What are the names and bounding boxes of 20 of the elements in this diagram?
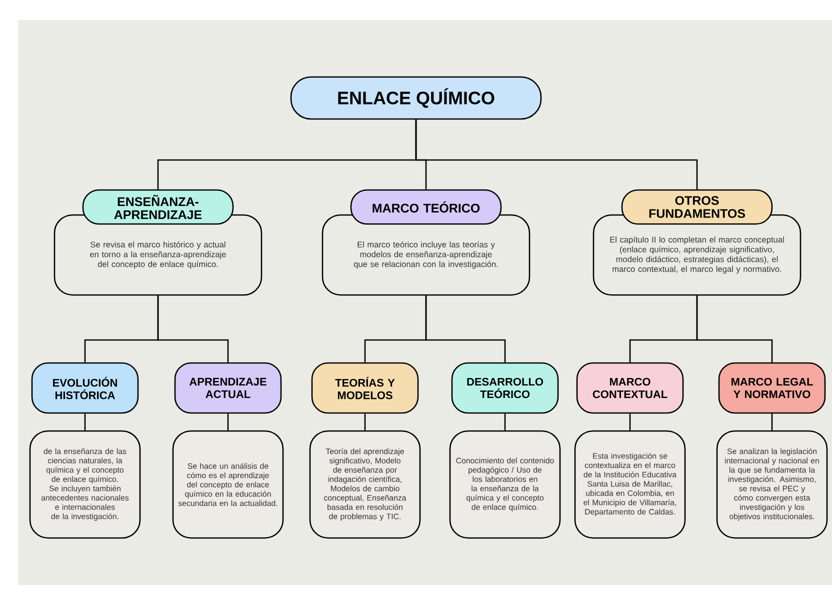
- description-box: El marco teórico incluye las teorías y modelos de enseñanza-aprendizaje que se relacionan con la investigación.: [322, 214, 530, 296]
- connector-line: [157, 296, 229, 362]
- heading-box: MARCO CONTEXTUAL: [576, 362, 684, 414]
- title-pill: ENLACE QUÍMICO: [290, 76, 542, 120]
- connector-line: [415, 120, 698, 190]
- connector-line: [84, 414, 86, 430]
- heading-pill: MARCO TEÓRICO: [350, 189, 502, 225]
- heading-box: DESARROLLO TEÓRICO: [451, 362, 559, 414]
- connector-line: [364, 414, 366, 430]
- connector-line: [629, 414, 631, 430]
- heading-pill: ENSEÑANZA-APRENDIZAJE: [82, 189, 234, 225]
- heading-box: APRENDIZAJE ACTUAL: [174, 362, 282, 414]
- connector-line: [227, 414, 229, 430]
- heading-box: MARCO LEGAL Y NORMATIVO: [718, 362, 826, 414]
- connector-line: [696, 296, 773, 362]
- connector-line: [425, 296, 506, 362]
- heading-box: EVOLUCIÓN HISTÓRICA: [31, 362, 139, 414]
- heading-box: TEORÍAS Y MODELOS: [311, 362, 419, 414]
- connector-line: [504, 414, 506, 430]
- connector-line: [771, 414, 773, 430]
